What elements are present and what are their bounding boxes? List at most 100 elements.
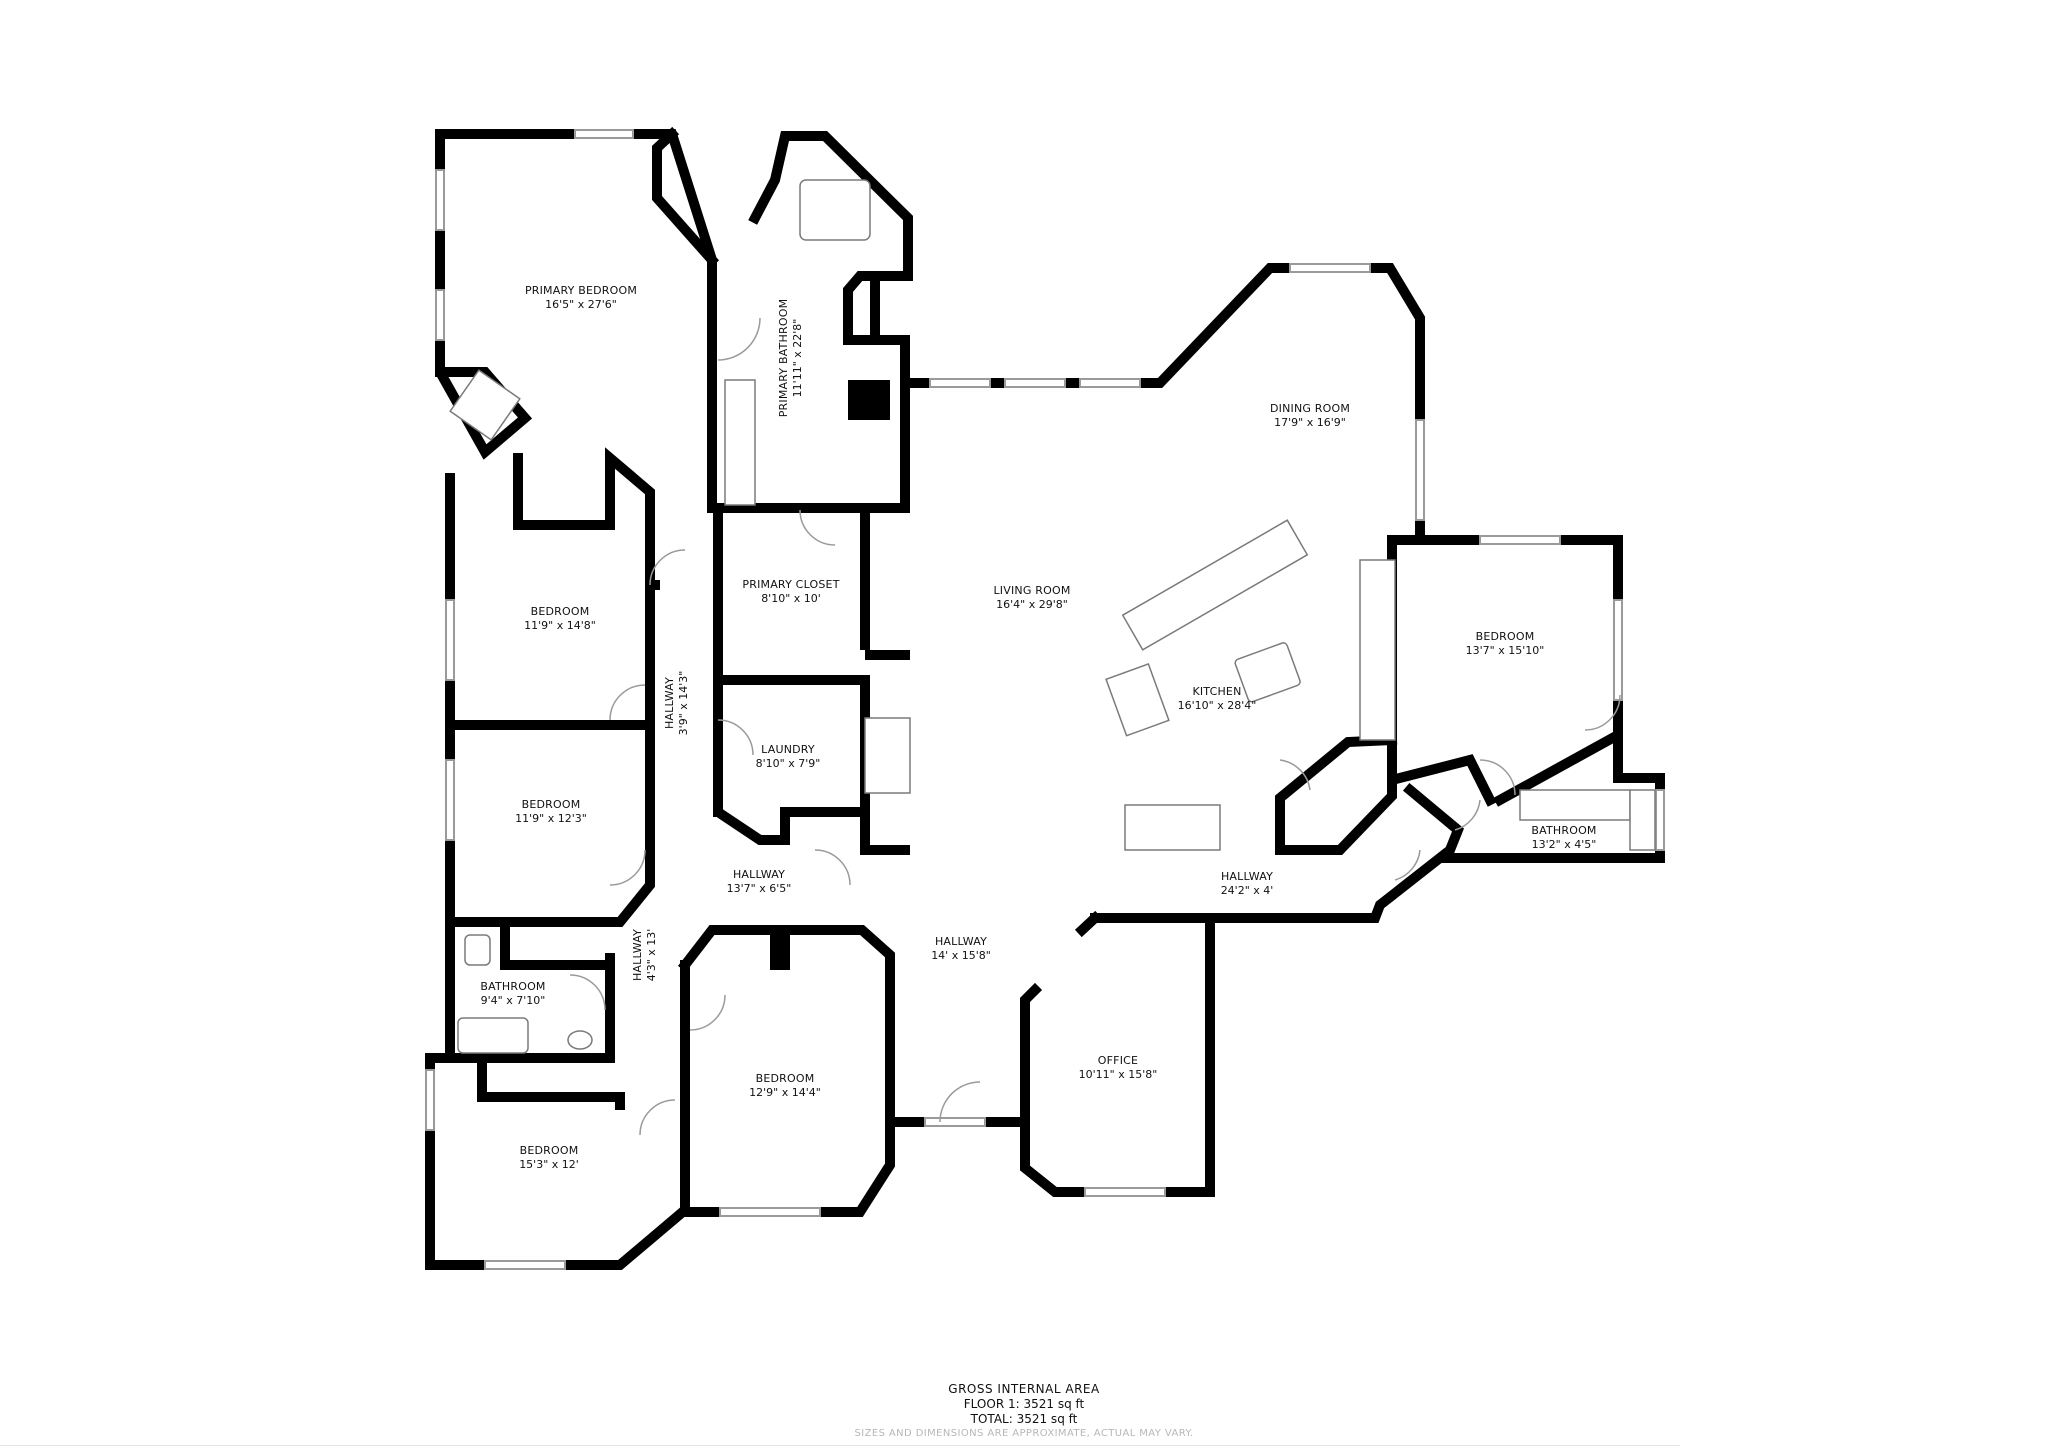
bathroom-west-tub	[457, 1017, 529, 1054]
door-hallway-south	[939, 1081, 981, 1123]
window-bedroom-ne-east	[1613, 599, 1623, 701]
label-primary-bathroom: PRIMARY BATHROOM	[777, 299, 790, 418]
window-bedroom-sw-south	[484, 1260, 566, 1270]
door-bedroom-a	[649, 549, 686, 586]
dims-bedroom-c: 11'9" x 12'3"	[515, 812, 587, 825]
wall-west-column	[445, 473, 655, 730]
total-area: TOTAL: 3521 sq ft	[970, 1412, 1078, 1426]
dims-office: 10'11" x 15'8"	[1079, 1068, 1158, 1081]
door-primary-bath	[717, 317, 761, 361]
floor-area: FLOOR 1: 3521 sq ft	[963, 1397, 1085, 1411]
label-group-hallway-a: HALLWAY 3'9" x 14'3"	[663, 671, 690, 736]
dims-hallway-d: 4'3" x 13'	[645, 929, 658, 982]
label-group-primary-bathroom: PRIMARY BATHROOM 11'11" x 22'8"	[777, 299, 804, 418]
wall-bedroom-ne	[1387, 535, 1665, 863]
kitchen-counter-end	[1105, 662, 1170, 737]
dims-bedroom-e: 15'3" x 12'	[519, 1158, 579, 1171]
bottom-rule	[0, 1445, 1680, 1446]
wall-bedroom-sw-closet	[425, 1053, 625, 1110]
label-kitchen: KITCHEN	[1192, 685, 1241, 698]
bathroom-west-sink	[567, 1030, 593, 1050]
label-hallway-a: HALLWAY	[663, 677, 676, 729]
wall-primary-bedroom-east	[630, 129, 717, 505]
window-primary-bed-west-2	[435, 289, 445, 341]
label-bathroom-b: BATHROOM	[480, 980, 545, 993]
wall-hall-west-run	[445, 580, 655, 927]
disclaimer: SIZES AND DIMENSIONS ARE APPROXIMATE, AC…	[854, 1428, 1194, 1439]
door-laundry	[717, 719, 754, 756]
label-primary-bedroom: PRIMARY BEDROOM	[525, 284, 637, 297]
fixtures	[449, 179, 1656, 1054]
door-hall-east	[1454, 799, 1481, 831]
door-bedroom-s	[689, 994, 726, 1031]
wall-bedroom-ne-west	[1387, 535, 1497, 807]
dims-primary-closet: 8'10" x 10'	[761, 592, 821, 605]
door-primary-closet	[799, 509, 836, 546]
label-group-hallway-d: HALLWAY 4'3" x 13'	[631, 929, 658, 982]
window-primary-bed-north	[574, 129, 634, 139]
dims-bathroom-b: 9'4" x 7'10"	[481, 994, 546, 1007]
wall-bedroom-s	[677, 925, 895, 1217]
dims-bedroom-b: 13'7" x 15'10"	[1466, 644, 1545, 657]
gross-area-title: GROSS INTERNAL AREA	[948, 1382, 1100, 1396]
wall-bedroom-west-a	[513, 447, 660, 590]
label-bedroom-c: BEDROOM	[522, 798, 581, 811]
dims-bedroom-d: 12'9" x 14'4"	[749, 1086, 821, 1099]
dims-bedroom-a: 11'9" x 14'8"	[524, 619, 596, 632]
bathroom-vanity	[1519, 789, 1631, 821]
door-bedroom-a-2	[609, 684, 646, 721]
fireplace-primary	[449, 369, 521, 441]
wall-kitchen-pantry	[1275, 734, 1398, 855]
room-labels: PRIMARY BEDROOM 16'5" x 27'6" PRIMARY BA…	[480, 284, 1596, 1171]
door-laundry-south	[814, 849, 851, 886]
kitchen-range-wall	[1359, 559, 1396, 741]
door-pantry	[1279, 759, 1311, 791]
kitchen-island	[1234, 642, 1301, 703]
label-living-room: LIVING ROOM	[993, 584, 1070, 597]
dims-living-room: 16'4" x 29'8"	[996, 598, 1068, 611]
door-bathroom-west	[569, 974, 606, 1011]
window-bedroom-a-west	[445, 599, 455, 681]
dims-laundry: 8'10" x 7'9"	[756, 757, 821, 770]
bathroom-tub	[1629, 789, 1656, 851]
label-bedroom-d: BEDROOM	[756, 1072, 815, 1085]
window-dining-east	[1415, 419, 1425, 521]
windows	[425, 129, 1665, 1270]
wall-hallway-north-west	[1074, 910, 1103, 938]
doors	[569, 317, 1621, 1136]
wall-primary-bathroom	[707, 131, 913, 513]
window-bedroom-s-south	[719, 1207, 821, 1217]
dims-kitchen: 16'10" x 28'4"	[1178, 699, 1257, 712]
wall-hallway-east	[1205, 782, 1464, 923]
window-living-north-1	[929, 378, 991, 388]
window-office-south	[1084, 1187, 1166, 1197]
wall-column	[848, 380, 890, 420]
dims-hallway-b: 13'7" x 6'5"	[727, 882, 792, 895]
primary-bathtub	[799, 179, 871, 241]
door-bedroom-sw	[639, 1099, 676, 1136]
label-office: OFFICE	[1098, 1054, 1138, 1067]
dims-bathroom-a: 13'2" x 4'5"	[1532, 838, 1597, 851]
dims-primary-bathroom: 11'11" x 22'8"	[791, 319, 804, 398]
label-bedroom-e: BEDROOM	[520, 1144, 579, 1157]
wall-primary-bedroom-closet	[652, 126, 720, 268]
wall-hallway-south	[1020, 913, 1215, 1197]
label-hallway-e: HALLWAY	[935, 935, 987, 948]
dims-hallway-a: 3'9" x 14'3"	[677, 671, 690, 736]
label-bathroom-a: BATHROOM	[1531, 824, 1596, 837]
door-bathroom-east	[1479, 759, 1516, 796]
dims-dining-room: 17'9" x 16'9"	[1274, 416, 1346, 429]
wall-primary-bedroom	[435, 129, 575, 460]
dims-primary-bedroom: 16'5" x 27'6"	[545, 298, 617, 311]
window-bathroom-east	[1655, 789, 1665, 851]
door-hall-east-2	[1394, 849, 1421, 881]
window-primary-bed-west	[435, 169, 445, 231]
window-bedroom-sw-west	[425, 1069, 435, 1131]
label-dining-room: DINING ROOM	[1270, 402, 1350, 415]
window-hallway-south	[924, 1117, 986, 1127]
label-bedroom-b: BEDROOM	[1476, 630, 1535, 643]
door-bedroom-ne	[1584, 694, 1621, 731]
kitchen-counter	[1121, 519, 1309, 651]
label-hallway-c: HALLWAY	[1221, 870, 1273, 883]
